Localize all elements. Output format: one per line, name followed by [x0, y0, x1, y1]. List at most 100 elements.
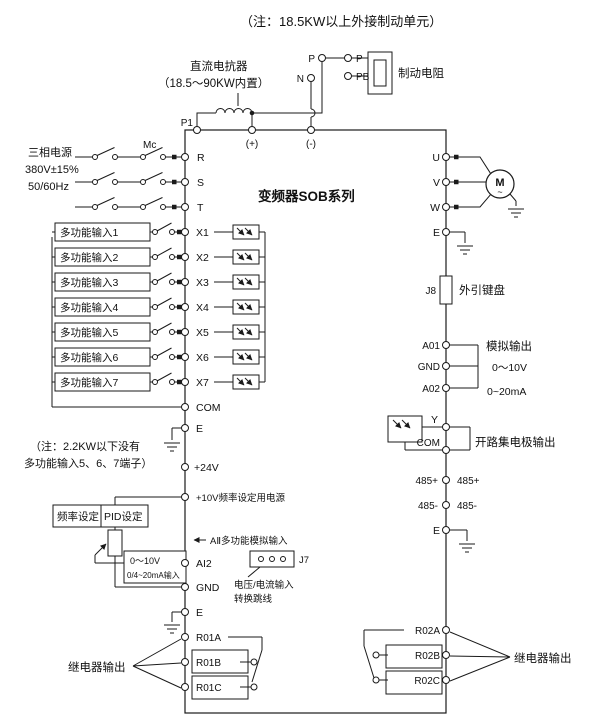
terminal-s: [181, 178, 189, 186]
p-right-label: P: [356, 54, 363, 65]
optocoupler-x3: [232, 274, 260, 290]
labels: （注：18.5KW以上外接制动单元） 直流电抗器 （18.5～90KW内置） P…: [24, 14, 572, 694]
optocoupler-x7: [232, 374, 260, 390]
optocoupler-x4: [232, 299, 260, 315]
annotation-boxes: [52, 504, 187, 584]
p1-label: P1: [181, 118, 194, 129]
terminal-label-ai2: AI2: [196, 558, 212, 570]
terminal-label-r01c: R01C: [196, 683, 222, 694]
terminal-label-e1: E: [196, 423, 203, 435]
j7-label: J7: [299, 555, 309, 566]
terminal-label-y: Y: [431, 414, 438, 426]
terminal-r02c: [442, 676, 450, 684]
terminal-e-right2: [442, 526, 450, 534]
terminal-e-right1: [442, 228, 450, 236]
ai2-range-box: [123, 550, 187, 584]
dc-reactor-sub-label: （18.5～90KW内置）: [158, 76, 269, 90]
ai2-range-line1: 0～10V: [130, 556, 160, 566]
terminal-label-e2: E: [196, 607, 203, 619]
terminal-p-left: [318, 54, 326, 62]
minus-label: (-): [306, 139, 316, 150]
multi-input-label-3: 多功能输入3: [60, 276, 118, 289]
terminal-label-e-right1: E: [433, 227, 440, 239]
terminal-e-left1: [181, 424, 189, 432]
terminal-label-x1: X1: [196, 227, 209, 239]
power-line3: 50/60Hz: [28, 181, 69, 193]
terminal-label-r: R: [197, 152, 205, 164]
terminal-com-right: [442, 446, 450, 454]
terminal-label-a01: A01: [422, 341, 440, 352]
inverter-body: [184, 129, 447, 714]
optocoupler-x5: [232, 324, 260, 340]
terminal-24v: [181, 463, 189, 471]
optocoupler-x1: [232, 224, 260, 240]
terminal-label-a02: A02: [422, 384, 440, 395]
terminal-u: [442, 153, 450, 161]
v10-label: +10V频率设定用电源: [196, 492, 285, 504]
terminal-ai2: [181, 559, 189, 567]
terminal-squares: [172, 154, 459, 385]
terminal-label-w: W: [430, 202, 440, 214]
terminal-p-right: [344, 54, 352, 62]
terminal-label-x5: X5: [196, 327, 209, 339]
terminal-x2: [181, 253, 189, 261]
terminal-x7: [181, 378, 189, 386]
power-line1: 三相电源: [28, 145, 72, 159]
terminal-label-t: T: [197, 202, 204, 214]
terminal-label-485p-outer: 485+: [457, 476, 480, 487]
terminal-label-com: COM: [196, 402, 221, 414]
mc-label: Mc: [143, 140, 156, 151]
terminal-label-r01a: R01A: [196, 633, 221, 644]
potentiometer: [107, 529, 123, 557]
terminal-com: [181, 403, 189, 411]
j8-connector: [439, 275, 453, 305]
multi-input-label-2: 多功能输入2: [60, 251, 118, 264]
small-power-note-1: （注：2.2KW以下没有: [30, 439, 140, 453]
relay2-contact-c: [372, 676, 380, 684]
top-note: （注：18.5KW以上外接制动单元）: [240, 14, 442, 29]
power-line2: 380V±15%: [25, 164, 79, 176]
terminals: [92, 54, 450, 691]
terminal-y: [442, 423, 450, 431]
keypad-label: 外引键盘: [459, 283, 505, 297]
ground-symbols: [164, 208, 524, 634]
relay2-label: 继电器输出: [514, 651, 572, 665]
jumper-note-2: 转换跳线: [234, 593, 273, 605]
terminal-x6: [181, 353, 189, 361]
aii-label: AⅡ多功能模拟输入: [210, 535, 288, 547]
motor-tilde: ~: [497, 187, 502, 197]
multi-input-label-4: 多功能输入4: [60, 301, 118, 314]
relay2-b-box: [385, 644, 443, 669]
potentiometer-wiper-arrow: [94, 543, 107, 556]
pid-setting-label: PID设定: [104, 510, 143, 523]
terminal-a02: [442, 384, 450, 392]
terminal-x5: [181, 328, 189, 336]
inverter-title: 变频器SOB系列: [258, 188, 355, 204]
terminal-w: [442, 203, 450, 211]
terminal-label-r02b: R02B: [415, 651, 440, 662]
terminal-10v: [181, 493, 189, 501]
motor-letter: M: [495, 177, 504, 189]
terminal-label-x2: X2: [196, 252, 209, 264]
dc-reactor-label: 直流电抗器: [190, 59, 248, 73]
optocoupler-x6: [232, 349, 260, 365]
terminal-label-gnd-left: GND: [196, 582, 220, 594]
terminal-label-e-right2: E: [433, 525, 440, 537]
n-label: N: [297, 74, 304, 85]
relay1-contact-b: [250, 658, 258, 666]
relay1-label: 继电器输出: [68, 660, 126, 674]
terminal-r: [181, 153, 189, 161]
terminal-r02b: [442, 651, 450, 659]
terminal-x3: [181, 278, 189, 286]
terminal-label-x4: X4: [196, 302, 209, 314]
terminal-n: [307, 74, 315, 82]
relay2-contact-b: [372, 651, 380, 659]
multi-input-label-5: 多功能输入5: [60, 326, 118, 339]
small-power-note-2: 多功能输入5、6、7端子）: [24, 456, 152, 470]
terminal-label-r02a: R02A: [415, 626, 440, 637]
p-left-label: P: [308, 54, 315, 65]
ai2-range-line2: 0/4~20mA输入: [127, 570, 180, 580]
terminal-485p: [442, 476, 450, 484]
analog-out-label: 模拟输出: [486, 339, 532, 353]
terminal-t: [181, 203, 189, 211]
